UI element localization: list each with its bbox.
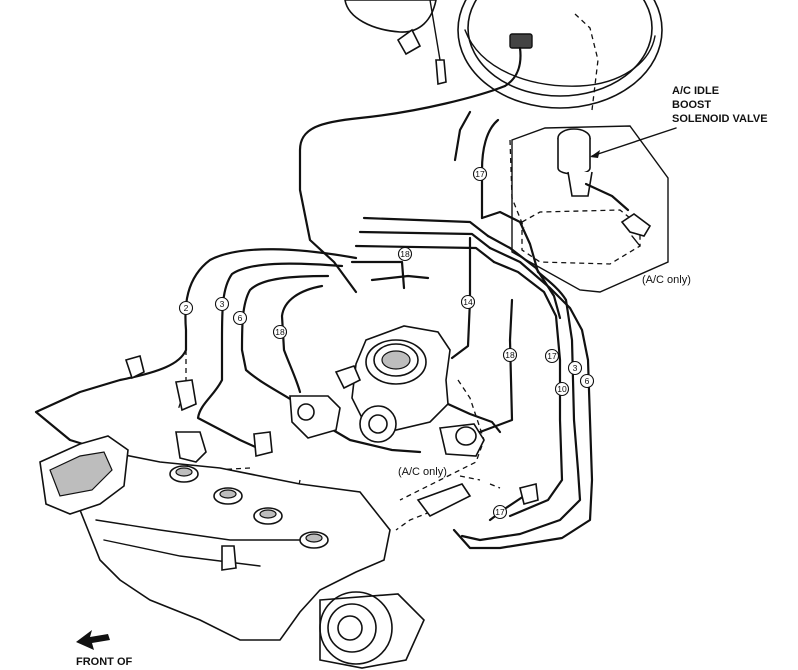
air-cleaner — [344, 0, 663, 111]
svg-text:2: 2 — [184, 303, 189, 313]
svg-text:3: 3 — [573, 363, 578, 373]
hose-label-2: 2 — [178, 300, 194, 316]
hose-label-6: 6 — [232, 310, 248, 326]
svg-text:18: 18 — [400, 249, 410, 259]
svg-text:6: 6 — [238, 313, 243, 323]
hose-label-18: 18 — [272, 324, 288, 340]
hose-label-18: 18 — [502, 347, 518, 363]
hose-label-3: 3 — [214, 296, 230, 312]
ac-only-label-right: (A/C only) — [642, 274, 691, 286]
svg-text:6: 6 — [585, 376, 590, 386]
hose-label-10: 10 — [554, 381, 570, 397]
svg-text:17: 17 — [547, 351, 557, 361]
svg-text:17: 17 — [495, 507, 505, 517]
solenoid-label-line1: A/C IDLE — [672, 85, 719, 97]
solenoid-valve-assembly — [511, 125, 669, 293]
front-of-label: FRONT OF — [76, 656, 132, 668]
ac-only-label-center: (A/C only) — [398, 466, 447, 478]
svg-text:18: 18 — [275, 327, 285, 337]
solenoid-label-line2: BOOST — [672, 99, 711, 111]
solenoid-label-line3: SOLENOID VALVE — [672, 113, 768, 125]
hose-label-17: 17 — [544, 348, 560, 364]
svg-text:3: 3 — [220, 299, 225, 309]
hose-label-17: 17 — [472, 166, 488, 182]
hose-label-18: 18 — [397, 246, 413, 262]
hose-label-6: 6 — [579, 373, 595, 389]
front-arrow-icon — [76, 630, 110, 650]
hose-label-3: 3 — [567, 360, 583, 376]
text-labels: A/C IDLE BOOST SOLENOID VALVE (A/C only)… — [76, 85, 768, 668]
engine-head — [39, 355, 539, 669]
throttle-body — [289, 325, 485, 457]
solenoid-label-leader — [590, 127, 677, 158]
hose-label-17: 17 — [492, 504, 508, 520]
hose-label-14: 14 — [460, 294, 476, 310]
svg-text:18: 18 — [505, 350, 515, 360]
svg-text:14: 14 — [463, 297, 473, 307]
hose-number-callouts: 2 3 6 18 18 14 17 17 18 10 3 6 17 — [178, 166, 595, 520]
svg-text:17: 17 — [475, 169, 485, 179]
svg-text:10: 10 — [557, 384, 567, 394]
